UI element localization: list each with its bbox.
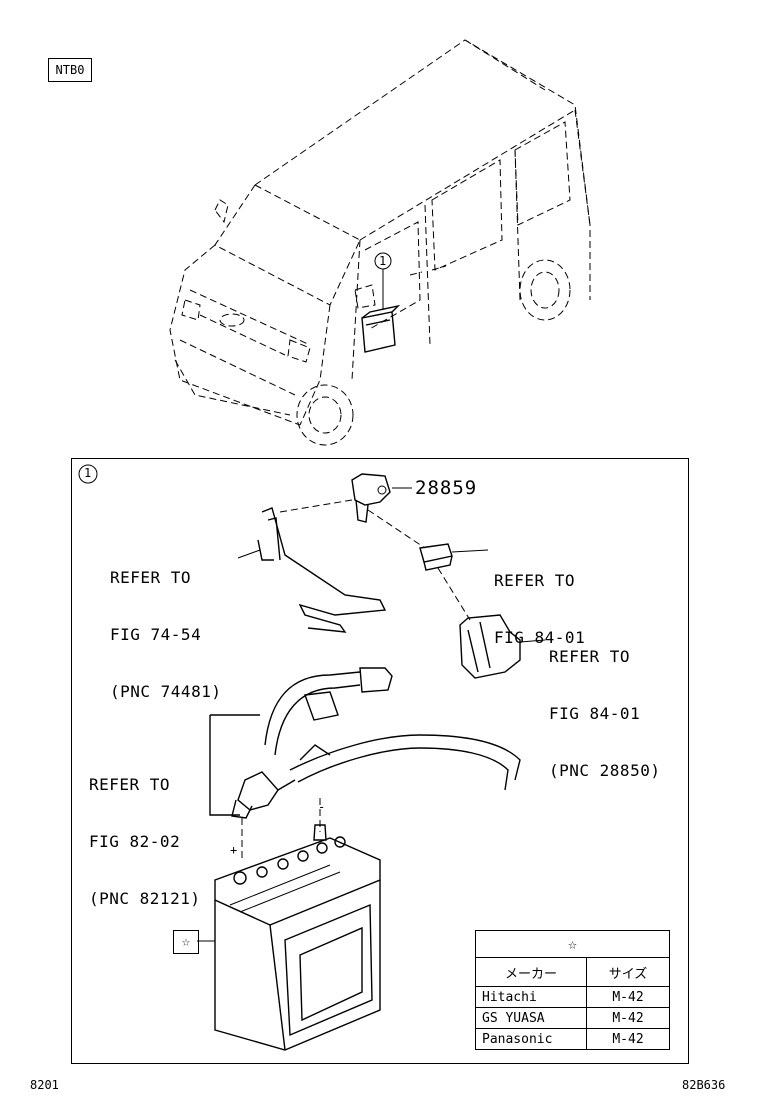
ref-fig-84-01-a: REFER TO FIG 84-01 — [494, 533, 585, 666]
ref-fig-82-02: REFER TO FIG 82-02 (PNC 82121) — [89, 737, 200, 927]
footer-left-code: 8201 — [30, 1078, 59, 1092]
ref-line: FIG 74-54 — [110, 625, 202, 644]
maker-cell: GS YUASA — [475, 1007, 587, 1029]
spec-table-title: ☆ — [475, 930, 670, 958]
maker-cell: Panasonic — [475, 1028, 587, 1050]
detail-panel — [71, 458, 689, 1064]
size-cell: M-42 — [586, 1028, 670, 1050]
detail-callout-number: 1 — [84, 466, 92, 480]
detail-illustration — [78, 464, 546, 1051]
ref-line: REFER TO — [89, 775, 171, 794]
star-marker: ☆ — [173, 930, 199, 954]
header-code: NTB0 — [48, 58, 92, 82]
ref-fig-84-01-b: REFER TO FIG 84-01 (PNC 28850) — [549, 609, 660, 799]
battery-spec-table: ☆ メーカー サイズ Hitachi M-42 GS YUASA M-42 Pa… — [475, 930, 670, 1050]
vehicle-callout-number: 1 — [379, 254, 387, 268]
battery-terminal-minus: - — [318, 800, 326, 814]
col-maker-header: メーカー — [475, 957, 587, 987]
ref-line: REFER TO — [494, 571, 576, 590]
maker-cell: Hitachi — [475, 986, 587, 1008]
ref-line: REFER TO — [110, 568, 192, 587]
table-row: Hitachi M-42 — [475, 986, 670, 1008]
vehicle-illustration — [169, 39, 591, 446]
ref-line: FIG 84-01 — [549, 704, 641, 723]
battery-terminal-plus: + — [230, 843, 238, 857]
ref-line: REFER TO — [549, 647, 631, 666]
ref-fig-74-54: REFER TO FIG 74-54 (PNC 74481) — [110, 530, 221, 720]
footer-right-code: 82B636 — [682, 1078, 726, 1092]
ref-line: FIG 84-01 — [494, 628, 586, 647]
ref-line: (PNC 28850) — [549, 761, 661, 780]
table-row: GS YUASA M-42 — [475, 1007, 670, 1029]
col-size-header: サイズ — [586, 957, 670, 987]
ref-line: (PNC 74481) — [110, 682, 222, 701]
ref-line: (PNC 82121) — [89, 889, 201, 908]
size-cell: M-42 — [586, 986, 670, 1008]
size-cell: M-42 — [586, 1007, 670, 1029]
table-row: Panasonic M-42 — [475, 1028, 670, 1050]
ref-line: FIG 82-02 — [89, 832, 181, 851]
part-number-28859: 28859 — [415, 477, 478, 499]
